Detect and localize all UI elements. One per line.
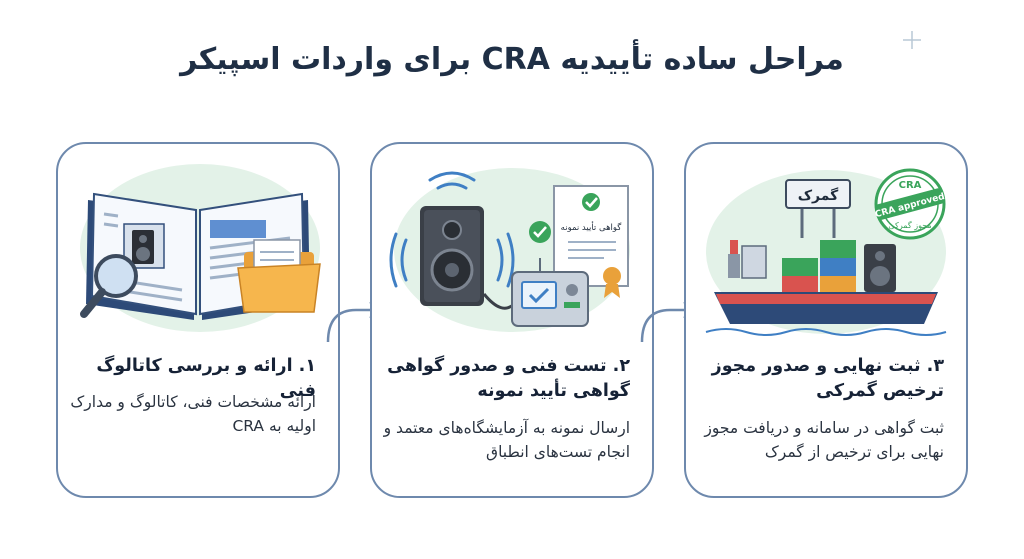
customs-sign-label: گمرک — [798, 187, 839, 204]
step-card-3: گمرک CRA CRA approved مجوز گمرکی — [684, 142, 968, 498]
stamp-top-text: CRA — [899, 180, 922, 191]
step-title-3: ۳. ثبت نهایی و صدور مجوز ترخیص گمرکی — [711, 356, 944, 401]
customs-ship-illustration: گمرک CRA CRA approved مجوز گمرکی — [705, 168, 947, 336]
wifi-icon — [389, 171, 515, 288]
step-description-3: ثبت گواهی در سامانه و دریافت مجوز نهایی … — [704, 419, 944, 461]
magnifier-icon — [80, 254, 138, 318]
water-waves — [705, 328, 947, 336]
step-card-2: گواهی تأیید نمونه ۲. تست فنی و صدور گواه… — [370, 142, 654, 498]
speaker-icon — [864, 244, 896, 292]
stamp-bottom-text: مجوز گمرکی — [888, 220, 931, 230]
page-title: مراحل ساده تأییدیه CRA برای واردات اسپیک… — [180, 42, 844, 77]
certificate-document-icon: گواهی تأیید نمونه — [553, 185, 629, 298]
step-description-1: ارائه مشخصات فنی، کاتالوگ و مدارک اولیه … — [70, 393, 316, 435]
folder-icon — [237, 239, 321, 313]
step-title-1: ۱. ارائه و بررسی کاتالوگ فنی — [96, 356, 316, 401]
lab-test-illustration: گواهی تأیید نمونه — [389, 168, 630, 332]
step-card-1: ۱. ارائه و بررسی کاتالوگ فنی ارائه مشخصا… — [56, 142, 340, 498]
step-title-2: ۲. تست فنی و صدور گواهی گواهی تأیید نمون… — [387, 356, 630, 401]
customs-sign-icon: گمرک — [785, 179, 851, 238]
test-device-icon — [511, 258, 589, 327]
sparkle-icon — [903, 31, 921, 49]
catalog-illustration — [80, 164, 321, 332]
cargo-ship-icon — [714, 240, 938, 324]
step-description-2: ارسال نمونه به آزمایشگاه‌های معتمد و انج… — [383, 419, 630, 461]
approval-stamp-icon: CRA CRA approved مجوز گمرکی — [874, 168, 946, 240]
check-circle-icon — [529, 221, 551, 243]
certificate-label: گواهی تأیید نمونه — [561, 221, 623, 233]
speaker-icon — [420, 206, 484, 306]
